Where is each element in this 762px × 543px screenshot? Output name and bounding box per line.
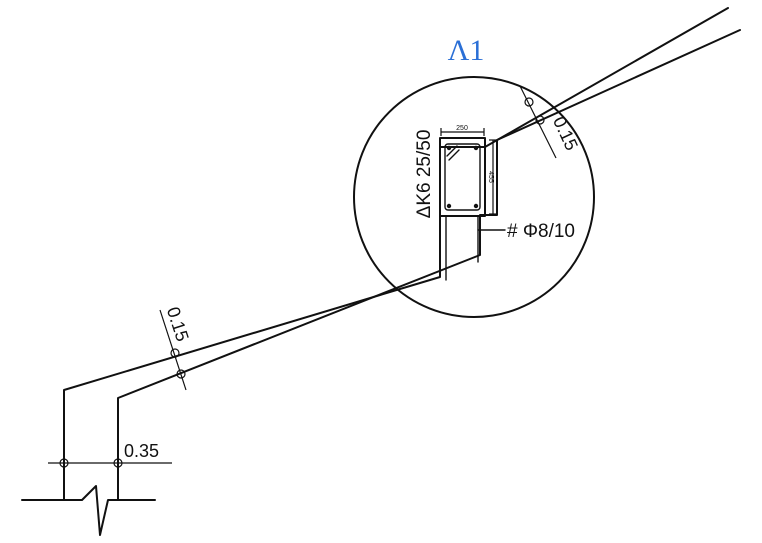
stirrup-label: # Φ8/10 [507,221,575,242]
slab-bottom-line [117,29,741,501]
rebar-top-right [473,145,479,151]
dim-slab-upper-label: 0.15 [549,113,582,153]
dim-slab-lower-label: 0.15 [163,304,193,344]
beam-section: 250 455 ΔΚ6 25/50 [414,125,497,281]
rebar-top-left [446,145,452,151]
beam-designation: ΔΚ6 25/50 [414,130,435,219]
detail-label: Λ1 [448,34,485,67]
wall-break-line [21,485,156,536]
rebar-bottom-left [446,203,452,209]
rebar-bottom-right [473,203,479,209]
dim-wall: 0.35 [48,441,172,468]
beam-outline [439,137,486,217]
beam-depth-mark: 455 [487,171,494,183]
detail-circle [353,76,595,318]
beam-width-mark: 250 [456,125,468,132]
stirrup-outline [444,143,481,211]
dim-wall-label: 0.35 [124,441,159,461]
dim-slab-upper: 0.15 [519,85,582,159]
slab-outline [63,7,741,501]
slab-top-line [63,7,729,501]
stirrup-callout: # Φ8/10 [477,221,575,242]
dim-slab-lower: 0.15 [159,304,193,391]
